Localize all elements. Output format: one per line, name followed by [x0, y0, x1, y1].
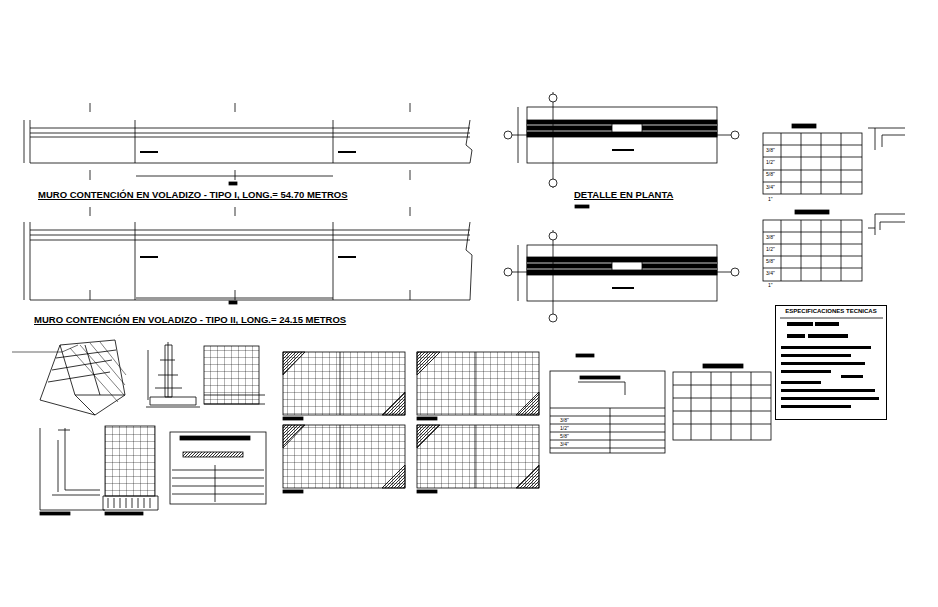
panel-heading: ESPECIFICACIONES TECNICAS: [776, 306, 886, 316]
table-cell: 5/8": [766, 259, 775, 264]
table-cell: 5/8": [766, 172, 775, 177]
table-cell: 3/4": [560, 442, 569, 447]
section-title: MURO CONTENCIÓN EN VOLADIZO - TIPO I, LO…: [38, 190, 348, 200]
table-cell: 1": [768, 197, 773, 202]
specs-panel: ESPECIFICACIONES TECNICAS: [775, 305, 887, 420]
table-cell: 5/8": [560, 434, 569, 439]
section-title: MURO CONTENCIÓN EN VOLADIZO - TIPO II, L…: [34, 315, 346, 325]
table-cell: 3/8": [766, 235, 775, 240]
table-cell: 3/4": [766, 271, 775, 276]
table-cell: 1/2": [560, 426, 569, 431]
table-cell: 3/4": [766, 185, 775, 190]
table-cell: 1/2": [766, 247, 775, 252]
section-title: DETALLE EN PLANTA: [574, 190, 673, 200]
table-cell: 1/2": [766, 160, 775, 165]
table-cell: 3/8": [560, 418, 569, 423]
table-cell: 1": [768, 283, 773, 288]
table-cell: 3/8": [766, 148, 775, 153]
